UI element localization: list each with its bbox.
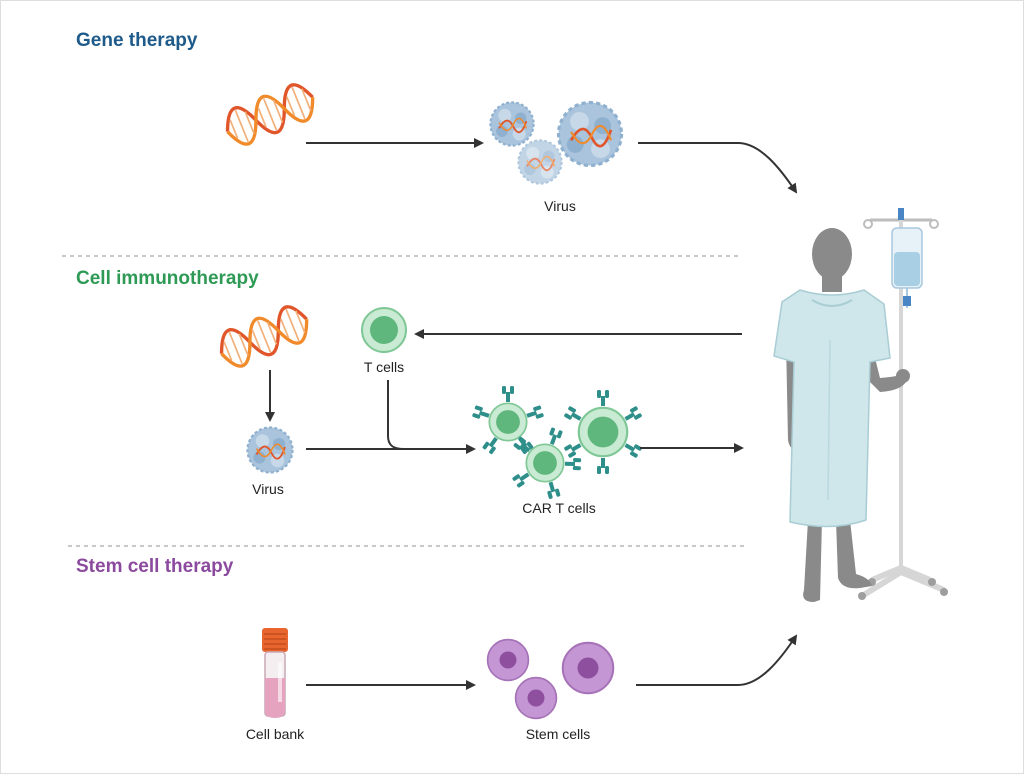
dna-icon [212, 299, 316, 374]
section-title-gene-therapy: Gene therapy [76, 30, 198, 51]
label-virus-immuno: Virus [252, 481, 284, 497]
section-title-cell-immunotherapy: Cell immunotherapy [76, 268, 259, 289]
label-stem-cells: Stem cells [525, 726, 591, 742]
arrow-tcells-merge [387, 380, 405, 450]
arrow-stemcells-to-patient [636, 634, 798, 686]
t-cell-icon [361, 307, 407, 353]
label-cell-bank: Cell bank [245, 726, 305, 742]
stem-cell-icon [486, 638, 615, 720]
car-t-cell-icon [471, 386, 643, 500]
patient-icon [773, 228, 910, 602]
label-virus-gene: Virus [544, 198, 576, 214]
iv-drip-stand-icon [858, 208, 948, 600]
label-car-t-cells: CAR T cells [522, 500, 596, 516]
cell-bank-tube-icon [262, 628, 288, 718]
arrow-virus-to-patient [638, 142, 798, 194]
section-title-stem-cell-therapy: Stem cell therapy [76, 556, 234, 577]
label-t-cells: T cells [363, 359, 405, 375]
dna-icon [218, 77, 322, 152]
virus-icon [246, 426, 294, 474]
virus-icon [489, 100, 624, 185]
